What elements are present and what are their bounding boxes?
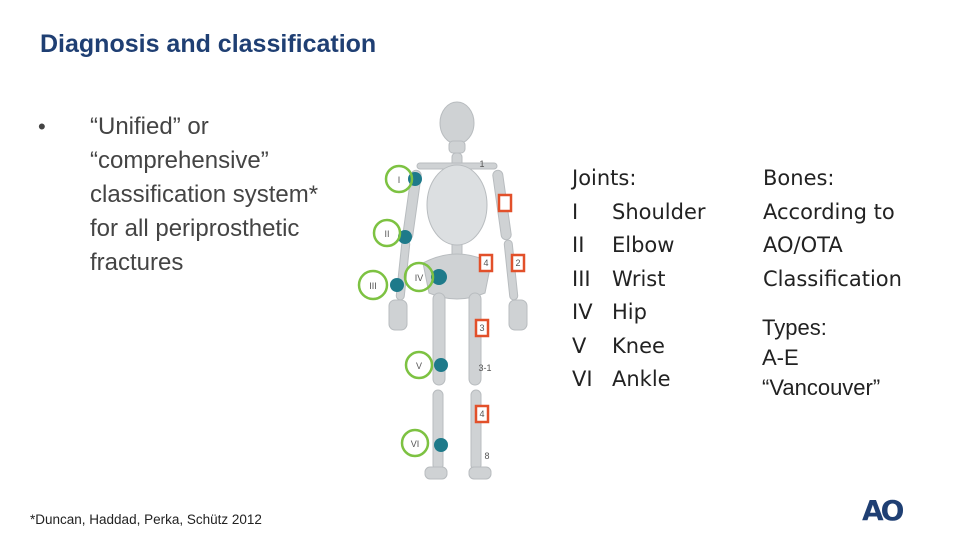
types-block: Types: A-E “Vancouver”: [762, 313, 880, 403]
joint-label-iii: III: [369, 281, 377, 291]
ao-logo: AO: [862, 494, 905, 527]
joint-label-i: I: [398, 175, 401, 185]
joints-list: Joints: I Shoulder II Elbow III Wrist IV Hip…: [572, 162, 706, 397]
joint-name: Shoulder: [612, 199, 706, 224]
joint-row: I Shoulder: [572, 196, 706, 230]
bone-label: 1: [479, 159, 484, 169]
bullet-marker: •: [38, 114, 46, 139]
joint-name: Knee: [612, 333, 665, 358]
joint-name: Ankle: [612, 367, 671, 391]
joint-row: III Wrist: [572, 263, 706, 297]
joint-name: Hip: [612, 300, 647, 324]
bone-label: 4: [483, 258, 488, 268]
joint-row: VI Ankle: [572, 363, 706, 397]
joint-label-iv: IV: [415, 273, 424, 283]
joint-number: III: [572, 266, 591, 291]
joint-row: V Knee: [572, 330, 706, 364]
bone-label: 3-1: [478, 363, 491, 373]
joint-number: II: [572, 233, 585, 257]
joints-heading: Joints:: [572, 166, 637, 190]
bullet-line: “Unified” or: [90, 113, 209, 140]
joint-label-v: V: [416, 361, 422, 371]
joint-row: II Elbow: [572, 229, 706, 263]
joint-number: V: [572, 333, 587, 358]
skeleton-figure: I II III IV V VI 1 2 3 4 3-1 4 8: [357, 101, 528, 480]
joint-number: IV: [572, 300, 593, 324]
types-line: A-E: [762, 345, 799, 370]
joint-name: Wrist: [612, 266, 666, 291]
bones-block: Bones: According to AO/OTA Classificatio…: [763, 162, 902, 296]
bones-line: AO/OTA: [763, 233, 843, 257]
bullet-line: “comprehensive”: [90, 147, 269, 174]
bones-line: Classification: [763, 266, 902, 291]
bones-line: According to: [763, 199, 895, 224]
joint-row: IV Hip: [572, 296, 706, 330]
bone-label: 4: [479, 409, 484, 419]
bullet-line: fractures: [90, 249, 184, 276]
bone-label: 8: [484, 451, 489, 461]
joint-number: I: [572, 199, 579, 224]
bones-heading: Bones:: [763, 166, 835, 190]
bullet-line: for all periprosthetic: [90, 215, 300, 242]
types-line: “Vancouver”: [762, 375, 881, 400]
bone-label: 2: [515, 258, 520, 268]
joint-number: VI: [572, 367, 593, 391]
bullet-line: classification system*: [90, 181, 319, 208]
joint-label-vi: VI: [411, 439, 420, 449]
types-heading: Types:: [762, 315, 827, 340]
joint-label-ii: II: [384, 229, 389, 239]
slide-title: Diagnosis and classification: [40, 30, 377, 58]
joint-name: Elbow: [612, 233, 675, 257]
footnote: *Duncan, Haddad, Perka, Schütz 2012: [30, 512, 262, 527]
bone-label: 3: [479, 323, 484, 333]
bullet-text: “Unified” or “comprehensive” classificat…: [90, 110, 380, 280]
